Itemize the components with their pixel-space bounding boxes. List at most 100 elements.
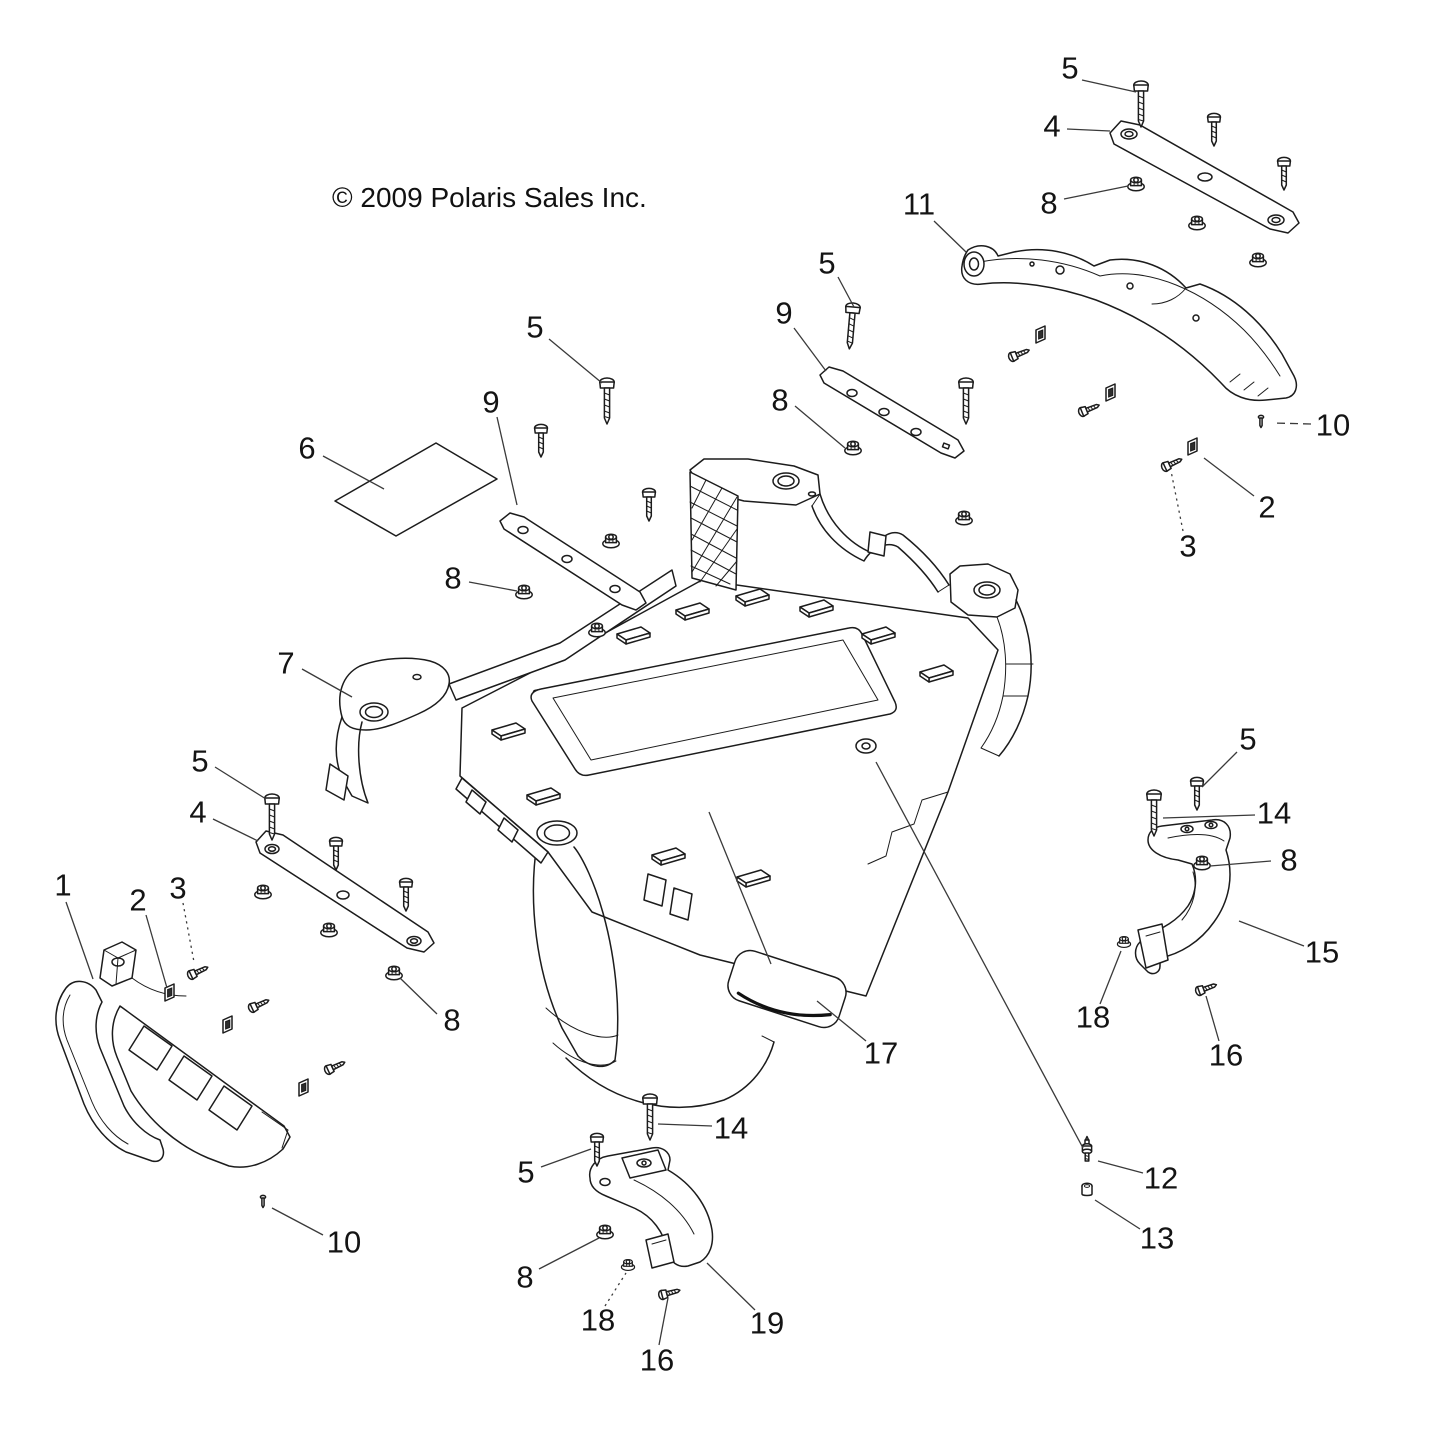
drain-valve-icon (1081, 1135, 1093, 1162)
lattice-hatch (689, 479, 738, 587)
nut-icon (844, 440, 862, 456)
callout-9: 9 (775, 296, 792, 331)
leader-line-2 (145, 914, 168, 989)
leader-line-5 (1081, 79, 1137, 93)
callout-7: 7 (277, 646, 294, 681)
screw-icon (841, 301, 862, 351)
clip-icon (1187, 437, 1198, 456)
screw-icon (1133, 80, 1149, 128)
callout-5: 5 (191, 744, 208, 779)
leader-line-13 (1094, 1199, 1141, 1230)
callout-3: 3 (1179, 529, 1196, 564)
leader-line-15 (1238, 920, 1305, 947)
nut-icon (1188, 215, 1206, 231)
screw-icon (185, 962, 211, 982)
aux-leader-1 (875, 761, 1084, 1149)
part-9-wear-strip-upper (819, 366, 965, 459)
clip-icon (222, 1015, 233, 1034)
nut-icon (1193, 855, 1211, 871)
nut-icon (254, 884, 272, 900)
callout-8: 8 (771, 383, 788, 418)
leader-line-16 (658, 1297, 669, 1346)
screw-icon (1006, 345, 1032, 364)
callout-6: 6 (298, 431, 315, 466)
part-19-grab-handle-left (588, 1146, 714, 1269)
nut-icon (588, 622, 606, 638)
leader-line-8 (794, 405, 846, 449)
bushing-icon (1081, 1182, 1093, 1197)
part-4-support-strip-upper (1109, 120, 1300, 234)
leader-line-9 (793, 327, 827, 372)
callout-8: 8 (516, 1260, 533, 1295)
part-4-support-strip-lower (255, 830, 435, 953)
part-11-support-brace (960, 244, 1298, 402)
callout-9: 9 (482, 385, 499, 420)
screw-icon (599, 377, 615, 425)
screw-icon (1189, 776, 1205, 811)
leader-line-11 (933, 220, 967, 253)
callout-5: 5 (1061, 51, 1078, 86)
leader-line-3 (182, 902, 195, 963)
screw-icon (533, 423, 549, 458)
callout-1: 1 (54, 868, 71, 903)
aux-leader-0 (708, 811, 772, 965)
callout-16: 16 (640, 1343, 674, 1378)
copyright-text: © 2009 Polaris Sales Inc. (332, 182, 647, 213)
leader-line-4 (212, 818, 259, 842)
screw-icon (1193, 979, 1219, 998)
leader-line-6 (322, 455, 385, 490)
leader-line-8 (538, 1237, 600, 1270)
leader-line-8 (399, 977, 438, 1015)
screw-icon (328, 836, 344, 871)
nut-icon (602, 533, 620, 549)
leader-line-9 (496, 416, 518, 506)
clip-icon (1105, 383, 1116, 402)
leader-line-8 (468, 581, 518, 592)
pin-icon (259, 1194, 267, 1209)
callout-8: 8 (444, 561, 461, 596)
leader-line-17 (816, 1000, 867, 1042)
leader-line-3 (1170, 470, 1184, 532)
callout-4: 4 (189, 795, 206, 830)
callout-5: 5 (818, 246, 835, 281)
callout-8: 8 (443, 1003, 460, 1038)
nut-icon (385, 965, 403, 981)
part-9-wear-strip-lower (499, 512, 647, 611)
leader-line-5 (540, 1148, 592, 1168)
callout-12: 12 (1144, 1161, 1178, 1196)
callout-5: 5 (517, 1155, 534, 1190)
callout-17: 17 (864, 1036, 898, 1071)
screw-icon (1159, 454, 1185, 474)
leader-line-1 (65, 901, 94, 980)
callout-13: 13 (1140, 1221, 1174, 1256)
leader-line-5 (214, 766, 267, 800)
screw-icon (1206, 112, 1222, 147)
leader-line-14 (657, 1123, 713, 1127)
callout-8: 8 (1040, 186, 1057, 221)
part-6-decal-sheet (334, 442, 498, 537)
callout-5: 5 (1239, 722, 1256, 757)
callout-16: 16 (1209, 1038, 1243, 1073)
nut-icon (1249, 252, 1267, 268)
leader-line-8 (1209, 860, 1272, 867)
leader-line-2 (1203, 457, 1255, 497)
clip-icon (1035, 325, 1046, 344)
nut-icon (1116, 935, 1132, 949)
screw-icon (1276, 156, 1292, 191)
callout-3: 3 (169, 871, 186, 906)
leader-line-19 (706, 1262, 756, 1311)
callout-2: 2 (129, 883, 146, 918)
screw-icon (1076, 400, 1102, 419)
callout-2: 2 (1258, 490, 1275, 525)
leader-line-14 (1162, 814, 1256, 819)
leader-line-5 (1201, 751, 1238, 788)
nut-icon (1127, 176, 1145, 192)
screw-icon (958, 377, 974, 425)
leader-line-5 (548, 338, 603, 384)
screw-icon (246, 995, 272, 1015)
nut-icon (620, 1258, 636, 1272)
leader-line-12 (1097, 1160, 1144, 1174)
callout-19: 19 (750, 1306, 784, 1341)
